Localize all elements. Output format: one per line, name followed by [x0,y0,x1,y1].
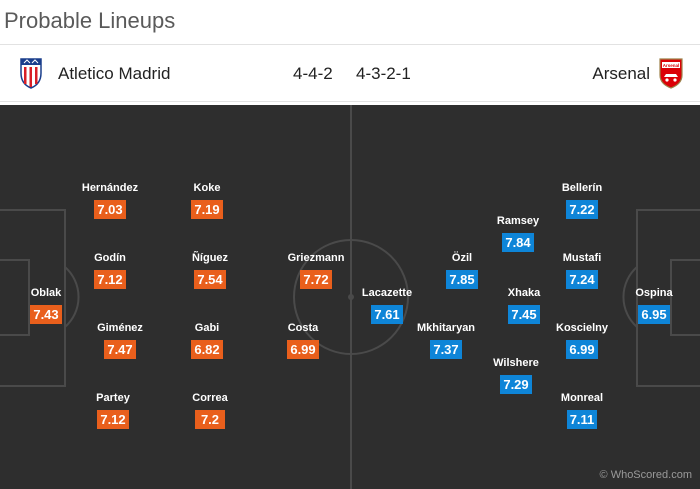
away-player[interactable]: Xhaka 7.45 [484,287,564,324]
away-team-name[interactable]: Arsenal [592,64,650,83]
arsenal-crest-icon: Arsenal [659,58,683,89]
away-player[interactable]: Koscielny 6.99 [542,322,622,359]
pitch-markings [0,105,700,489]
player-name[interactable]: Koscielny [556,322,608,334]
match-header: Atletico Madrid 4-4-2 4-3-2-1 Arsenal Ar… [0,44,700,102]
player-name[interactable]: Partey [96,392,130,404]
player-rating-badge: 7.2 [195,410,225,429]
player-name[interactable]: Correa [192,392,228,404]
player-name[interactable]: Xhaka [507,287,541,299]
player-name[interactable]: Oblak [30,287,62,299]
home-player[interactable]: Giménez 7.47 [80,322,160,359]
player-rating-badge: 6.82 [191,340,223,359]
away-player[interactable]: Özil 7.85 [422,252,502,289]
player-name[interactable]: Mkhitaryan [416,322,476,334]
page-title: Probable Lineups [4,8,176,33]
home-player[interactable]: Costa 6.99 [263,322,343,359]
player-rating-badge: 7.12 [94,270,126,289]
home-player[interactable]: Godín 7.12 [70,252,150,289]
home-formation: 4-4-2 [293,64,333,83]
home-player[interactable]: Ñíguez 7.54 [170,252,250,289]
home-player[interactable]: Gabi 6.82 [167,322,247,359]
player-name[interactable]: Hernández [81,182,139,194]
player-name[interactable]: Monreal [560,392,604,404]
player-name[interactable]: Giménez [97,322,143,334]
away-player[interactable]: Bellerín 7.22 [542,182,622,219]
away-player[interactable]: Mustafi 7.24 [542,252,622,289]
home-player[interactable]: Koke 7.19 [167,182,247,219]
player-rating-badge: 6.95 [638,305,670,324]
home-player[interactable]: Griezmann 7.72 [276,252,356,289]
player-rating-badge: 7.84 [502,233,534,252]
player-name[interactable]: Ñíguez [191,252,229,264]
player-rating-badge: 6.99 [566,340,598,359]
player-name[interactable]: Costa [287,322,319,334]
away-player[interactable]: Ospina 6.95 [614,287,694,324]
player-rating-badge: 7.61 [371,305,403,324]
whoscored-watermark: © WhoScored.com [599,469,692,481]
away-player[interactable]: Lacazette 7.61 [347,287,427,324]
player-name[interactable]: Bellerín [561,182,603,194]
home-player[interactable]: Partey 7.12 [73,392,153,429]
away-player[interactable]: Ramsey 7.84 [478,215,558,252]
player-name[interactable]: Lacazette [361,287,413,299]
away-formation: 4-3-2-1 [356,64,411,83]
away-player[interactable]: Mkhitaryan 7.37 [406,322,486,359]
atletico-madrid-crest-icon [20,58,42,89]
player-name[interactable]: Ospina [635,287,673,299]
player-rating-badge: 7.43 [30,305,62,324]
home-player[interactable]: Oblak 7.43 [6,287,86,324]
player-rating-badge: 7.19 [191,200,223,219]
player-rating-badge: 7.12 [97,410,129,429]
player-rating-badge: 7.03 [94,200,126,219]
home-player[interactable]: Hernández 7.03 [70,182,150,219]
player-rating-badge: 7.45 [508,305,540,324]
player-rating-badge: 6.99 [287,340,319,359]
player-rating-badge: 7.11 [566,410,598,429]
away-player[interactable]: Monreal 7.11 [542,392,622,429]
player-rating-badge: 7.24 [566,270,598,289]
player-name[interactable]: Griezmann [287,252,345,264]
player-rating-badge: 7.29 [500,375,532,394]
player-rating-badge: 7.37 [430,340,462,359]
player-rating-badge: 7.54 [194,270,226,289]
home-player[interactable]: Correa 7.2 [170,392,250,429]
player-name[interactable]: Ramsey [496,215,540,227]
player-rating-badge: 7.85 [446,270,478,289]
player-name[interactable]: Özil [451,252,473,264]
player-name[interactable]: Wilshere [493,357,539,369]
player-name[interactable]: Koke [193,182,221,194]
player-name[interactable]: Godín [94,252,126,264]
away-player[interactable]: Wilshere 7.29 [476,357,556,394]
home-team-name[interactable]: Atletico Madrid [58,64,171,83]
player-name[interactable]: Gabi [194,322,220,334]
player-rating-badge: 7.22 [566,200,598,219]
player-rating-badge: 7.72 [300,270,332,289]
player-name[interactable]: Mustafi [562,252,602,264]
player-rating-badge: 7.47 [104,340,136,359]
arsenal-crest-text: Arsenal [663,63,680,68]
